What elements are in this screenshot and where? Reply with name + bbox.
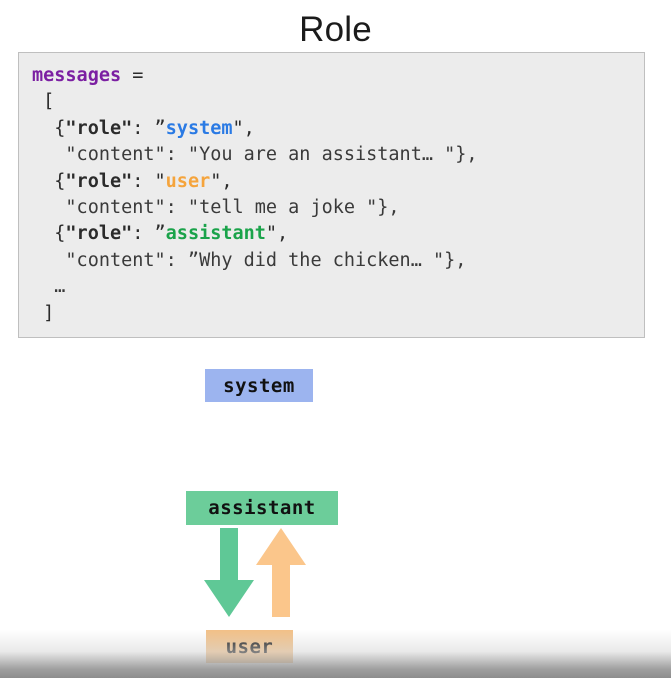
- arrow-up-icon: [255, 528, 307, 623]
- video-player-bar[interactable]: [0, 630, 671, 678]
- line-messages: messages =: [32, 65, 144, 86]
- line-role-user: {"role": "user",: [32, 170, 233, 192]
- line-open-bracket: [: [32, 91, 55, 113]
- line-role-system: {"role": ”system",: [32, 117, 255, 139]
- role-box-assistant: assistant: [186, 491, 338, 525]
- line-role-assistant: {"role": ”assistant",: [32, 223, 289, 245]
- line-content-user: "content": "tell me a joke "},: [32, 196, 400, 218]
- page-title: Role: [299, 10, 372, 49]
- role-box-system: system: [205, 369, 313, 402]
- arrow-down-icon: [203, 528, 255, 623]
- line-content-asst: "content": ”Why did the chicken… "},: [32, 249, 467, 271]
- role-box-user: user: [206, 630, 293, 663]
- line-content-system: "content": "You are an assistant… "},: [32, 144, 478, 166]
- line-ellipsis: …: [32, 276, 66, 298]
- line-close-bracket: ]: [32, 302, 55, 324]
- code-text: messages = [ {"role": ”system", "content…: [32, 63, 478, 327]
- code-block: messages = [ {"role": ”system", "content…: [18, 52, 645, 338]
